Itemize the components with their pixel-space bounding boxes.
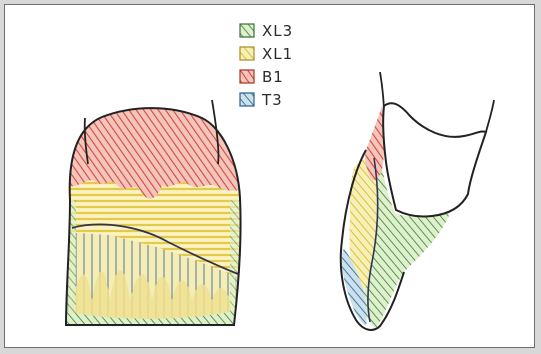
legend-item-xl3: XL3 [240,22,293,40]
legend-item-t3: T3 [240,91,283,109]
legend-label-t3: T3 [261,91,283,109]
legend: XL3 XL1 B1 T3 [240,22,293,109]
tooth-side-view [341,72,494,330]
legend-item-b1: B1 [240,68,284,86]
legend-label-xl1: XL1 [262,45,293,63]
legend-label-b1: B1 [262,68,284,86]
legend-swatch-b1 [240,70,254,83]
legend-swatch-xl1 [240,47,254,60]
side-cavity-outline [383,103,486,216]
legend-swatch-xl3 [240,24,254,37]
legend-swatch-t3 [240,93,254,106]
side-root-right [486,100,494,132]
legend-item-xl1: XL1 [240,45,293,63]
tooth-front-view [60,100,250,330]
legend-label-xl3: XL3 [262,22,293,40]
